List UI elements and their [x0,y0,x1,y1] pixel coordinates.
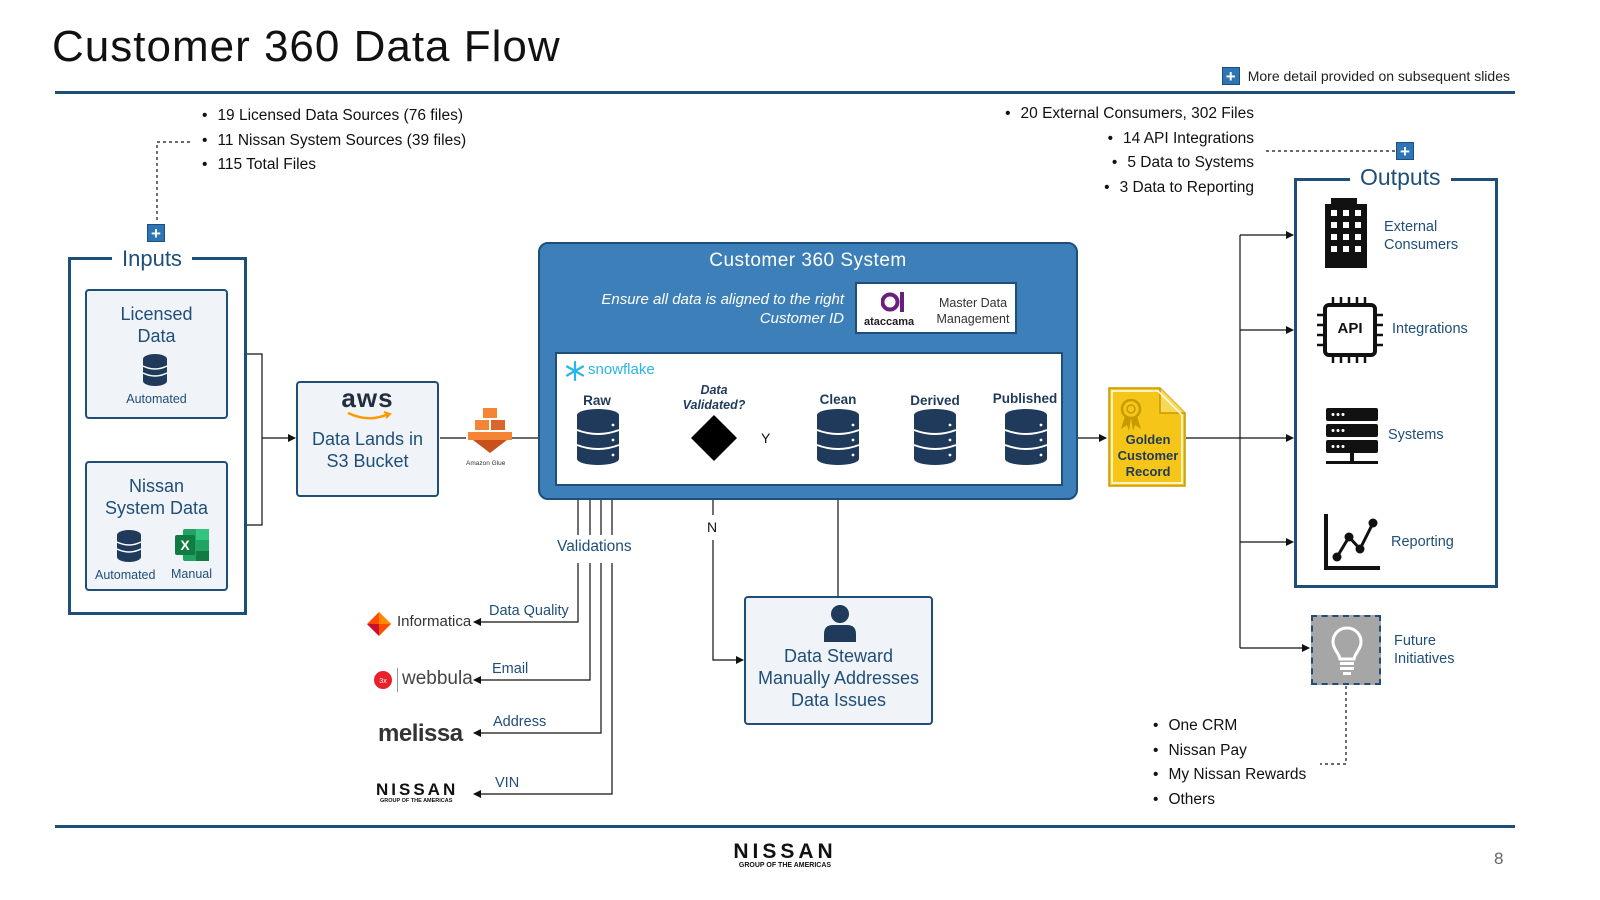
snowflake-pipeline [555,352,1063,486]
amazon-glue-label: Amazon Glue [466,460,506,467]
footer-brand: NISSAN [733,840,837,863]
data-steward-box[interactable]: Data Steward Manually Addresses Data Iss… [744,596,933,725]
webbula-label: webbula [402,668,473,689]
golden-record-label: Golden Customer Record [1117,432,1179,479]
inputs-expand-plus-icon[interactable]: + [147,224,165,242]
output-stats-list: 20 External Consumers, 302 Files 14 API … [1005,105,1254,203]
output-reporting-label: Reporting [1391,534,1454,550]
nissan-vendor-label: NISSAN [376,780,459,799]
aws-logo: aws [341,383,394,413]
nissan-method-auto: Automated [95,568,156,582]
amazon-glue-icon [468,408,512,453]
webbula-logo-icon: 3x [374,671,392,689]
person-icon [824,605,856,642]
system-title: Customer 360 System [709,250,907,271]
output-stat-item: 14 API Integrations [1005,130,1254,155]
lightbulb-icon [1331,626,1363,675]
input-stat-item: 11 Nissan System Sources (39 files) [202,132,466,157]
output-stat-item: 3 Data to Reporting [1005,179,1254,204]
licensed-data-box[interactable]: Licensed Data Automated [85,289,228,419]
stage-derived-label: Derived [910,393,960,408]
svg-text:3x: 3x [379,678,387,685]
outputs-expand-plus-icon[interactable]: + [1396,142,1414,160]
future-item: My Nissan Rewards [1153,766,1306,791]
data-steward-label: Data Steward Manually Addresses Data Iss… [757,646,920,710]
future-item: Nissan Pay [1153,742,1306,767]
webbula-divider [397,668,398,692]
output-external-consumers-label: External Consumers [1384,219,1459,253]
footer-brand-sub: GROUP OF THE AMERICAS [738,862,832,869]
published-database-icon [1004,409,1048,465]
snowflake-label: snowflake [588,361,655,378]
output-stat-item: 20 External Consumers, 302 Files [1005,105,1254,130]
stage-raw-label: Raw [583,393,611,408]
s3-bucket-box[interactable]: aws Data Lands in S3 Bucket [296,381,439,497]
stage-clean-label: Clean [819,392,857,407]
chart-icon [1324,514,1380,570]
golden-record-document-icon [1108,387,1186,487]
detail-note-text: More detail provided on subsequent slide… [1247,68,1510,84]
detail-note: + More detail provided on subsequent sli… [1221,67,1510,85]
input-stat-item: 19 Licensed Data Sources (76 files) [202,107,466,132]
validations-title: Validations [555,538,634,556]
validation-type-data-quality: Data Quality [489,603,569,619]
validation-type-vin: VIN [495,775,520,791]
informatica-label: Informatica [397,613,472,630]
validation-type-address: Address [493,714,547,730]
mdm-box[interactable]: ataccama Master Data Management [855,282,1017,334]
building-icon [1325,198,1367,268]
svg-text:X: X [180,537,190,553]
decision-yes-label: Y [761,430,771,446]
outputs-title: Outputs [1350,164,1451,191]
future-item: One CRM [1153,717,1306,742]
s3-label: Data Lands in S3 Bucket [311,429,424,471]
snowflake-icon [565,360,585,382]
api-chip-icon [1317,297,1383,363]
validation-type-email: Email [492,661,529,677]
inputs-title: Inputs [112,246,192,272]
melissa-label: melissa [378,720,463,747]
licensed-method: Automated [126,392,187,406]
output-stat-item: 5 Data to Systems [1005,154,1254,179]
input-stat-item: 115 Total Files [202,156,466,181]
api-badge: API [1337,320,1363,337]
future-initiatives-label: Future Initiatives [1394,633,1455,667]
nissan-system-data-label: Nissan System Data [104,476,209,518]
informatica-logo-icon [367,612,391,636]
nissan-method-manual: Manual [171,567,212,581]
stage-decision-label: Data Validated? [682,383,746,412]
expand-plus-icon[interactable]: + [1221,67,1240,85]
ataccama-label: ataccama [864,316,915,328]
decision-no-label: N [707,519,718,535]
header-divider [55,91,1515,94]
database-icon [116,530,142,562]
excel-icon: X [175,529,209,561]
raw-database-icon [576,409,620,465]
derived-database-icon [913,409,957,465]
nissan-vendor-sub: GROUP OF THE AMERICAS [380,798,453,804]
output-systems-label: Systems [1388,427,1444,443]
licensed-data-label: Licensed Data [120,304,193,346]
nissan-system-data-box[interactable]: Nissan System Data X Automated Manual [85,461,228,591]
aws-smile-icon [347,411,392,420]
mdm-label: Master Data Management [936,296,1010,326]
database-icon [142,354,168,386]
future-item: Others [1153,791,1306,816]
page-number: 8 [1494,849,1504,868]
input-stats-list: 19 Licensed Data Sources (76 files) 11 N… [202,107,466,181]
output-integrations-label: Integrations [1392,321,1468,337]
decision-diamond [691,415,737,461]
future-initiatives-box[interactable] [1311,615,1381,685]
footer-divider [55,825,1515,828]
future-initiatives-list: One CRM Nissan Pay My Nissan Rewards Oth… [1153,717,1306,815]
ensure-text: Ensure all data is aligned to the right … [601,291,844,327]
stage-published-label: Published [992,391,1058,406]
clean-database-icon [816,409,860,465]
ataccama-logo-icon [881,292,904,312]
server-icon [1326,408,1378,464]
page-title: Customer 360 Data Flow [52,22,561,71]
